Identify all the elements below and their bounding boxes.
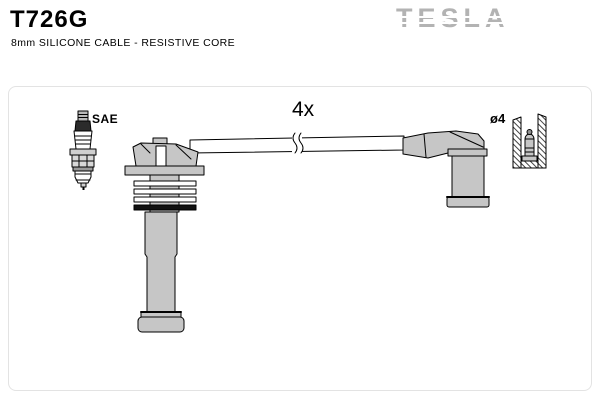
cable-quantity-label: 4x <box>292 98 315 121</box>
spark-plug-standard-label: SAE <box>92 112 119 126</box>
product-code: T726G <box>10 6 89 33</box>
brand-logo-text: TESLA <box>396 3 510 33</box>
logo-stripe <box>396 22 514 24</box>
terminal-socket-drawing <box>512 113 547 169</box>
ignition-cable-drawing <box>189 132 405 154</box>
terminal-diameter-label: ø4 <box>490 111 506 126</box>
diagram-panel <box>8 86 592 391</box>
logo-stripe <box>396 16 514 18</box>
logo-stripe <box>396 28 514 30</box>
elbow-boot-drawing <box>402 130 490 208</box>
coil-boot-drawing <box>124 137 205 333</box>
product-description: 8mm SILICONE CABLE - RESISTIVE CORE <box>11 37 236 49</box>
brand-logo: TESLA <box>396 4 516 34</box>
spark-plug-drawing <box>69 110 97 190</box>
